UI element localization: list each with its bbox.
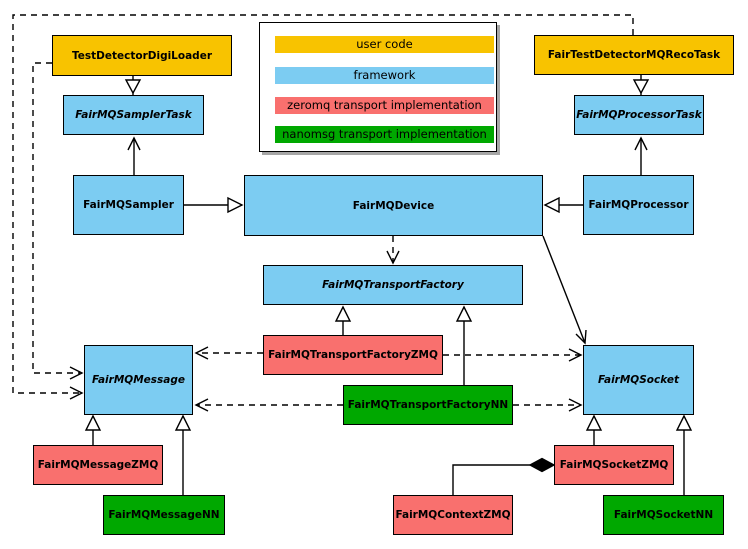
node-fairmqtransportfactory: FairMQTransportFactory (263, 265, 523, 305)
inheritance-messagezmq-to-message (84, 414, 102, 445)
node-fairmqmessagezmq: FairMQMessageZMQ (33, 445, 163, 485)
node-fairmqdevice: FairMQDevice (244, 175, 543, 236)
arrow-sampler-to-samplertask (127, 136, 141, 175)
inheritance-sampler-to-device (184, 196, 244, 214)
inheritance-socketnn-to-socket (675, 414, 693, 495)
node-fairtestdetectormqrecotask: FairTestDetectorMQRecoTask (534, 35, 734, 75)
legend-item-nanomsg: nanomsg transport implementation (275, 126, 494, 143)
legend-item-framework: framework (275, 67, 494, 84)
dependency-tfnn-to-socket (513, 398, 583, 412)
inheritance-socketzmq-to-socket (585, 414, 603, 445)
inheritance-messagenn-to-message (174, 414, 192, 495)
dependency-tfnn-to-message (194, 398, 343, 412)
node-fairmqsampler: FairMQSampler (73, 175, 184, 235)
node-fairmqsocketnn: FairMQSocketNN (603, 495, 724, 535)
node-testdetectordigiloader: TestDetectorDigiLoader (52, 35, 232, 76)
inheritance-processor-to-device (543, 196, 583, 214)
node-fairmqprocessor: FairMQProcessor (583, 175, 694, 235)
dependency-tfzmq-to-message (194, 346, 263, 360)
arrow-device-to-socket (542, 235, 587, 345)
dependency-recotask-to-message (12, 14, 634, 400)
inheritance-tfnn-to-transportfactory (455, 305, 473, 385)
node-fairmqmessage: FairMQMessage (84, 345, 193, 415)
node-fairmqmessagenn: FairMQMessageNN (103, 495, 225, 535)
composition-contextzmq-to-socketzmq (452, 457, 556, 495)
node-fairmqtransportfactoryzmq: FairMQTransportFactoryZMQ (263, 335, 443, 375)
node-fairmqtransportfactorynn: FairMQTransportFactoryNN (343, 385, 513, 425)
legend-item-zeromq: zeromq transport implementation (275, 97, 494, 114)
dependency-digiloader-to-message (32, 62, 84, 380)
node-fairmqsocketzmq: FairMQSocketZMQ (554, 445, 674, 485)
dependency-tfzmq-to-socket (443, 348, 583, 362)
inheritance-tfzmq-to-transportfactory (334, 305, 352, 335)
node-fairmqsocket: FairMQSocket (583, 345, 694, 415)
inheritance-recotask-to-processortask (632, 75, 650, 95)
node-fairmqprocessortask: FairMQProcessorTask (574, 95, 704, 135)
dependency-device-to-transportfactory (386, 236, 400, 265)
legend-item-user-code: user code (275, 36, 494, 53)
inheritance-digiloader-to-samplertask (124, 76, 142, 95)
node-fairmqcontextzmq: FairMQContextZMQ (393, 495, 513, 535)
node-fairmqsamplertask: FairMQSamplerTask (63, 95, 204, 135)
legend: user code framework zeromq transport imp… (259, 22, 497, 152)
arrow-processor-to-processortask (634, 136, 648, 175)
